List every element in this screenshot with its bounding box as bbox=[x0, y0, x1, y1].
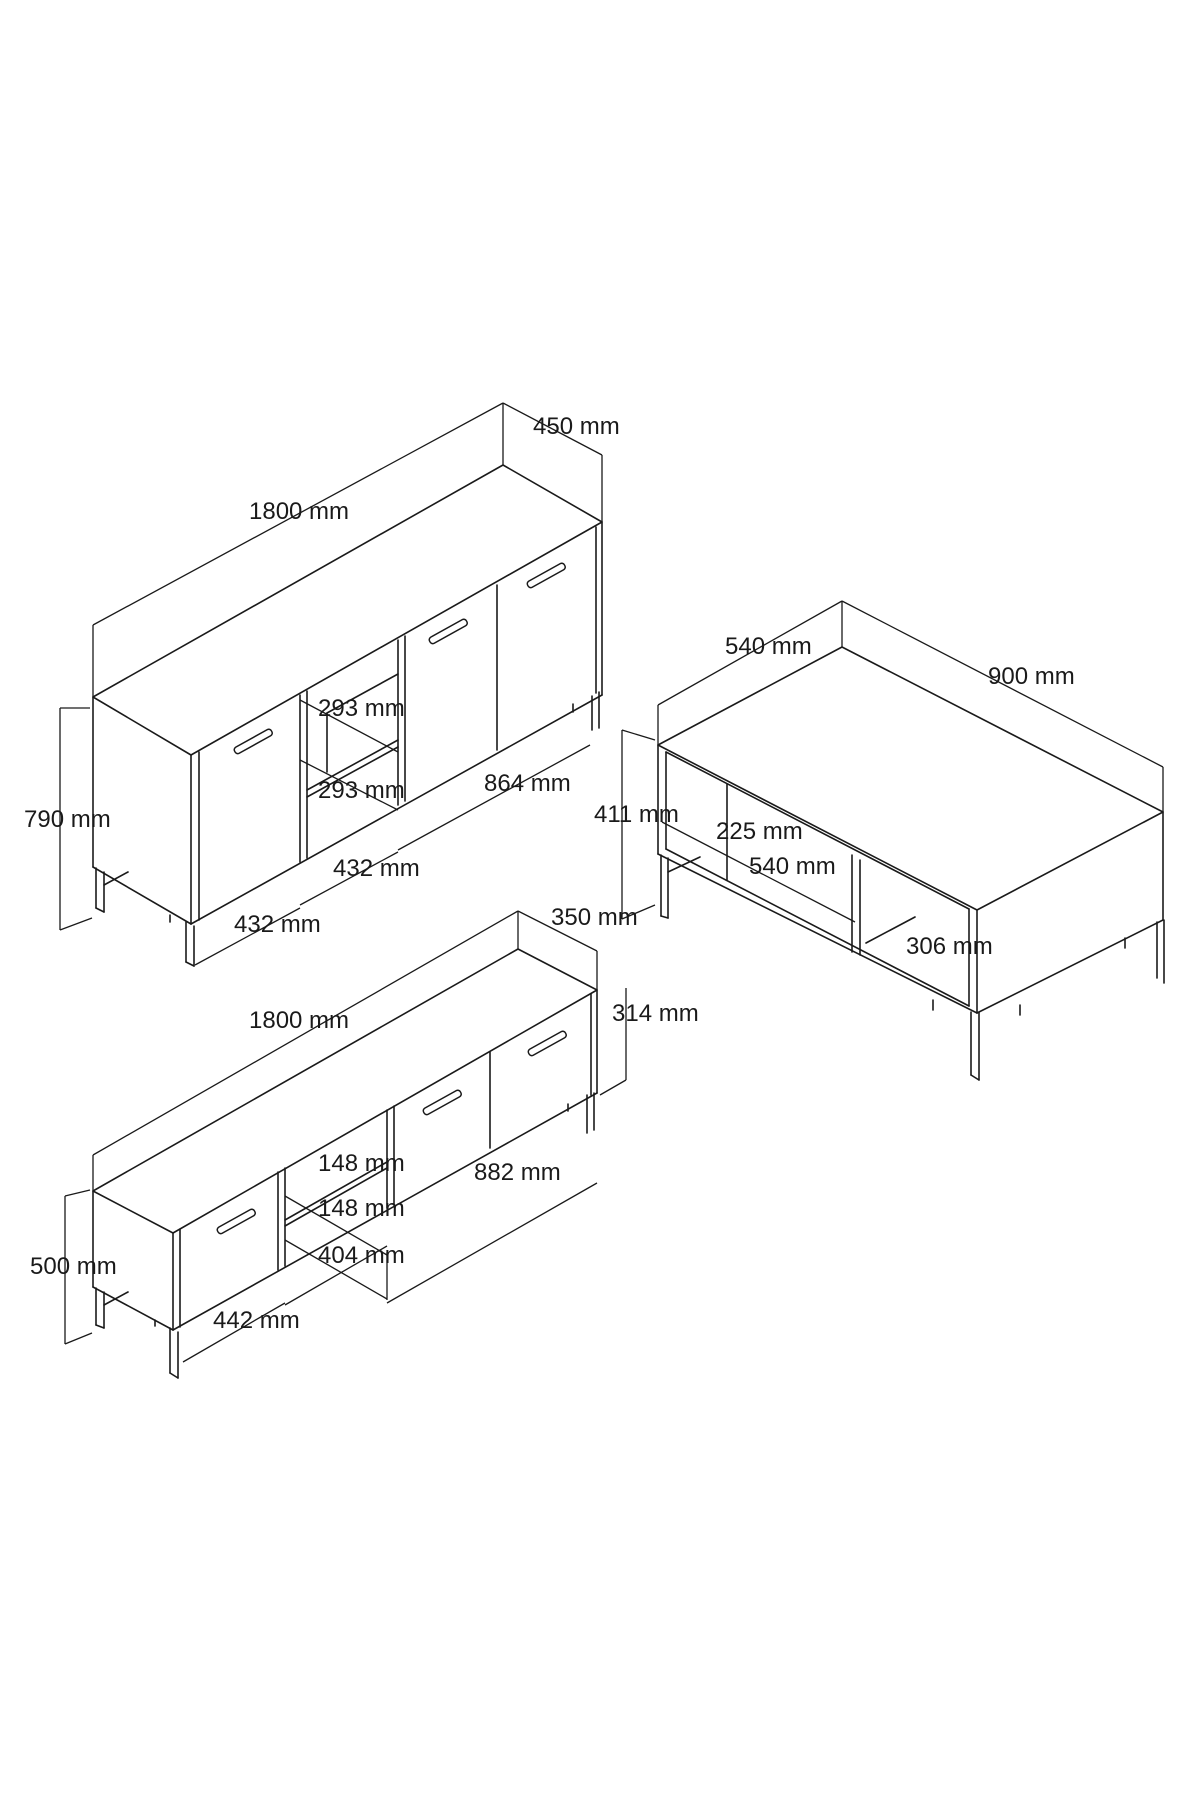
sideboard-double-door-label: 864 mm bbox=[484, 770, 571, 797]
sideboard-left-door-label: 432 mm bbox=[234, 911, 321, 938]
coffee-table-shelf-height-label: 225 mm bbox=[716, 818, 803, 845]
sideboard-height-label: 790 mm bbox=[24, 806, 111, 833]
tv-stand-shelf-width-label: 404 mm bbox=[318, 1242, 405, 1269]
tv-stand-left-door-label: 442 mm bbox=[213, 1307, 300, 1334]
sideboard: 1800 mm 450 mm 790 mm 293 mm 293 mm 864 … bbox=[24, 402, 620, 967]
sideboard-depth-label: 450 mm bbox=[533, 413, 620, 440]
sideboard-shelf-bottom-label: 293 mm bbox=[318, 777, 405, 804]
coffee-table-height-label: 411 mm bbox=[594, 801, 679, 828]
coffee-table-legs bbox=[660, 854, 1165, 1081]
tv-stand-double-door-label: 882 mm bbox=[474, 1159, 561, 1186]
sideboard-dimension-lines bbox=[59, 402, 603, 966]
coffee-table-depth-label: 540 mm bbox=[725, 633, 812, 660]
tv-stand-body bbox=[92, 948, 598, 1331]
sideboard-width-label: 1800 mm bbox=[249, 498, 349, 525]
tv-stand-shelf-top-label: 148 mm bbox=[318, 1150, 405, 1177]
tv-stand-height-label: 500 mm bbox=[30, 1253, 117, 1280]
tv-stand: 1800 mm 350 mm 314 mm 500 mm 148 mm 148 … bbox=[30, 904, 699, 1379]
tv-stand-dimension-lines bbox=[64, 910, 627, 1363]
sideboard-handle-icon bbox=[233, 562, 566, 755]
coffee-table-side-shelf-label: 306 mm bbox=[906, 933, 993, 960]
tv-stand-handle-icon bbox=[216, 1030, 567, 1235]
tv-stand-door-height-label: 314 mm bbox=[612, 1000, 699, 1027]
coffee-table-body bbox=[657, 646, 1164, 1014]
coffee-table-dimension-lines bbox=[621, 600, 1164, 923]
coffee-table-shelf-width-label: 540 mm bbox=[749, 853, 836, 880]
tv-stand-width-label: 1800 mm bbox=[249, 1007, 349, 1034]
tv-stand-legs bbox=[95, 1092, 595, 1379]
coffee-table: 540 mm 900 mm 411 mm 225 mm 540 mm 306 m… bbox=[594, 600, 1165, 1081]
sideboard-shelf-top-label: 293 mm bbox=[318, 695, 405, 722]
coffee-table-width-label: 900 mm bbox=[988, 663, 1075, 690]
sideboard-legs bbox=[95, 691, 600, 967]
tv-stand-depth-label: 350 mm bbox=[551, 904, 638, 931]
sideboard-shelf-width-label: 432 mm bbox=[333, 855, 420, 882]
sideboard-body bbox=[92, 464, 603, 925]
tv-stand-shelf-bottom-label: 148 mm bbox=[318, 1195, 405, 1222]
